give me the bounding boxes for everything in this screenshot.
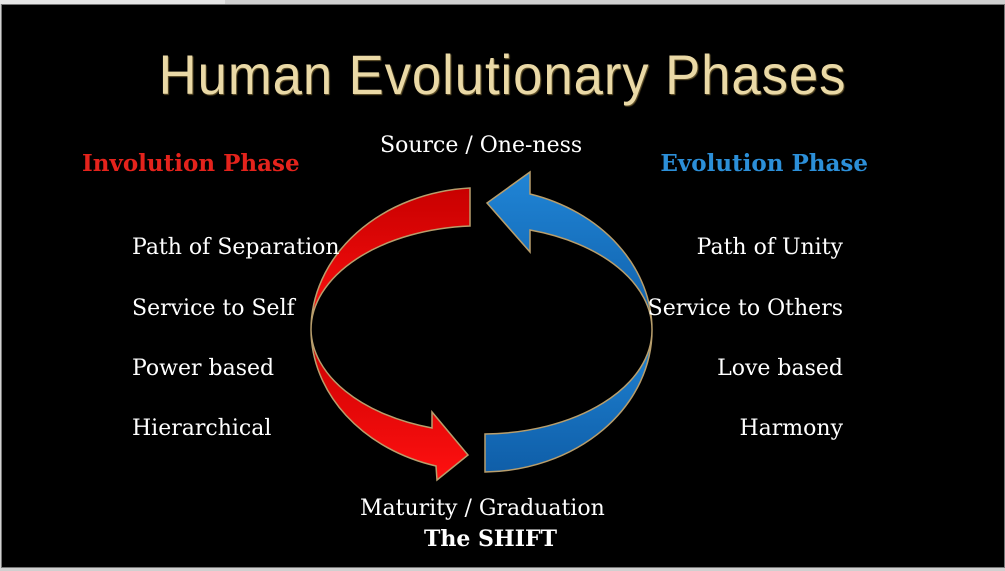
evolution-item: Love based	[717, 356, 843, 381]
involution-item: Service to Self	[132, 296, 295, 321]
bottom-sublabel: The SHIFT	[424, 526, 557, 552]
bottom-label: Maturity / Graduation	[360, 496, 605, 521]
blue-arc-bottom	[484, 329, 653, 473]
window-tab	[0, 0, 225, 4]
evolution-heading: Evolution Phase	[660, 150, 868, 177]
blue-arrow-top	[485, 170, 653, 331]
involution-item: Path of Separation	[132, 235, 340, 260]
top-label: Source / One-ness	[380, 133, 583, 158]
slide-title: Human Evolutionary Phases	[158, 43, 847, 106]
involution-item: Power based	[132, 356, 275, 381]
evolution-item: Harmony	[739, 416, 843, 441]
evolution-item: Path of Unity	[696, 235, 843, 260]
red-arrow-bottom	[310, 329, 470, 482]
slide	[1, 4, 1005, 568]
involution-heading: Involution Phase	[82, 150, 300, 177]
evolution-item: Service to Others	[647, 296, 843, 321]
involution-item: Hierarchical	[132, 416, 272, 441]
red-arc-top	[310, 187, 471, 331]
